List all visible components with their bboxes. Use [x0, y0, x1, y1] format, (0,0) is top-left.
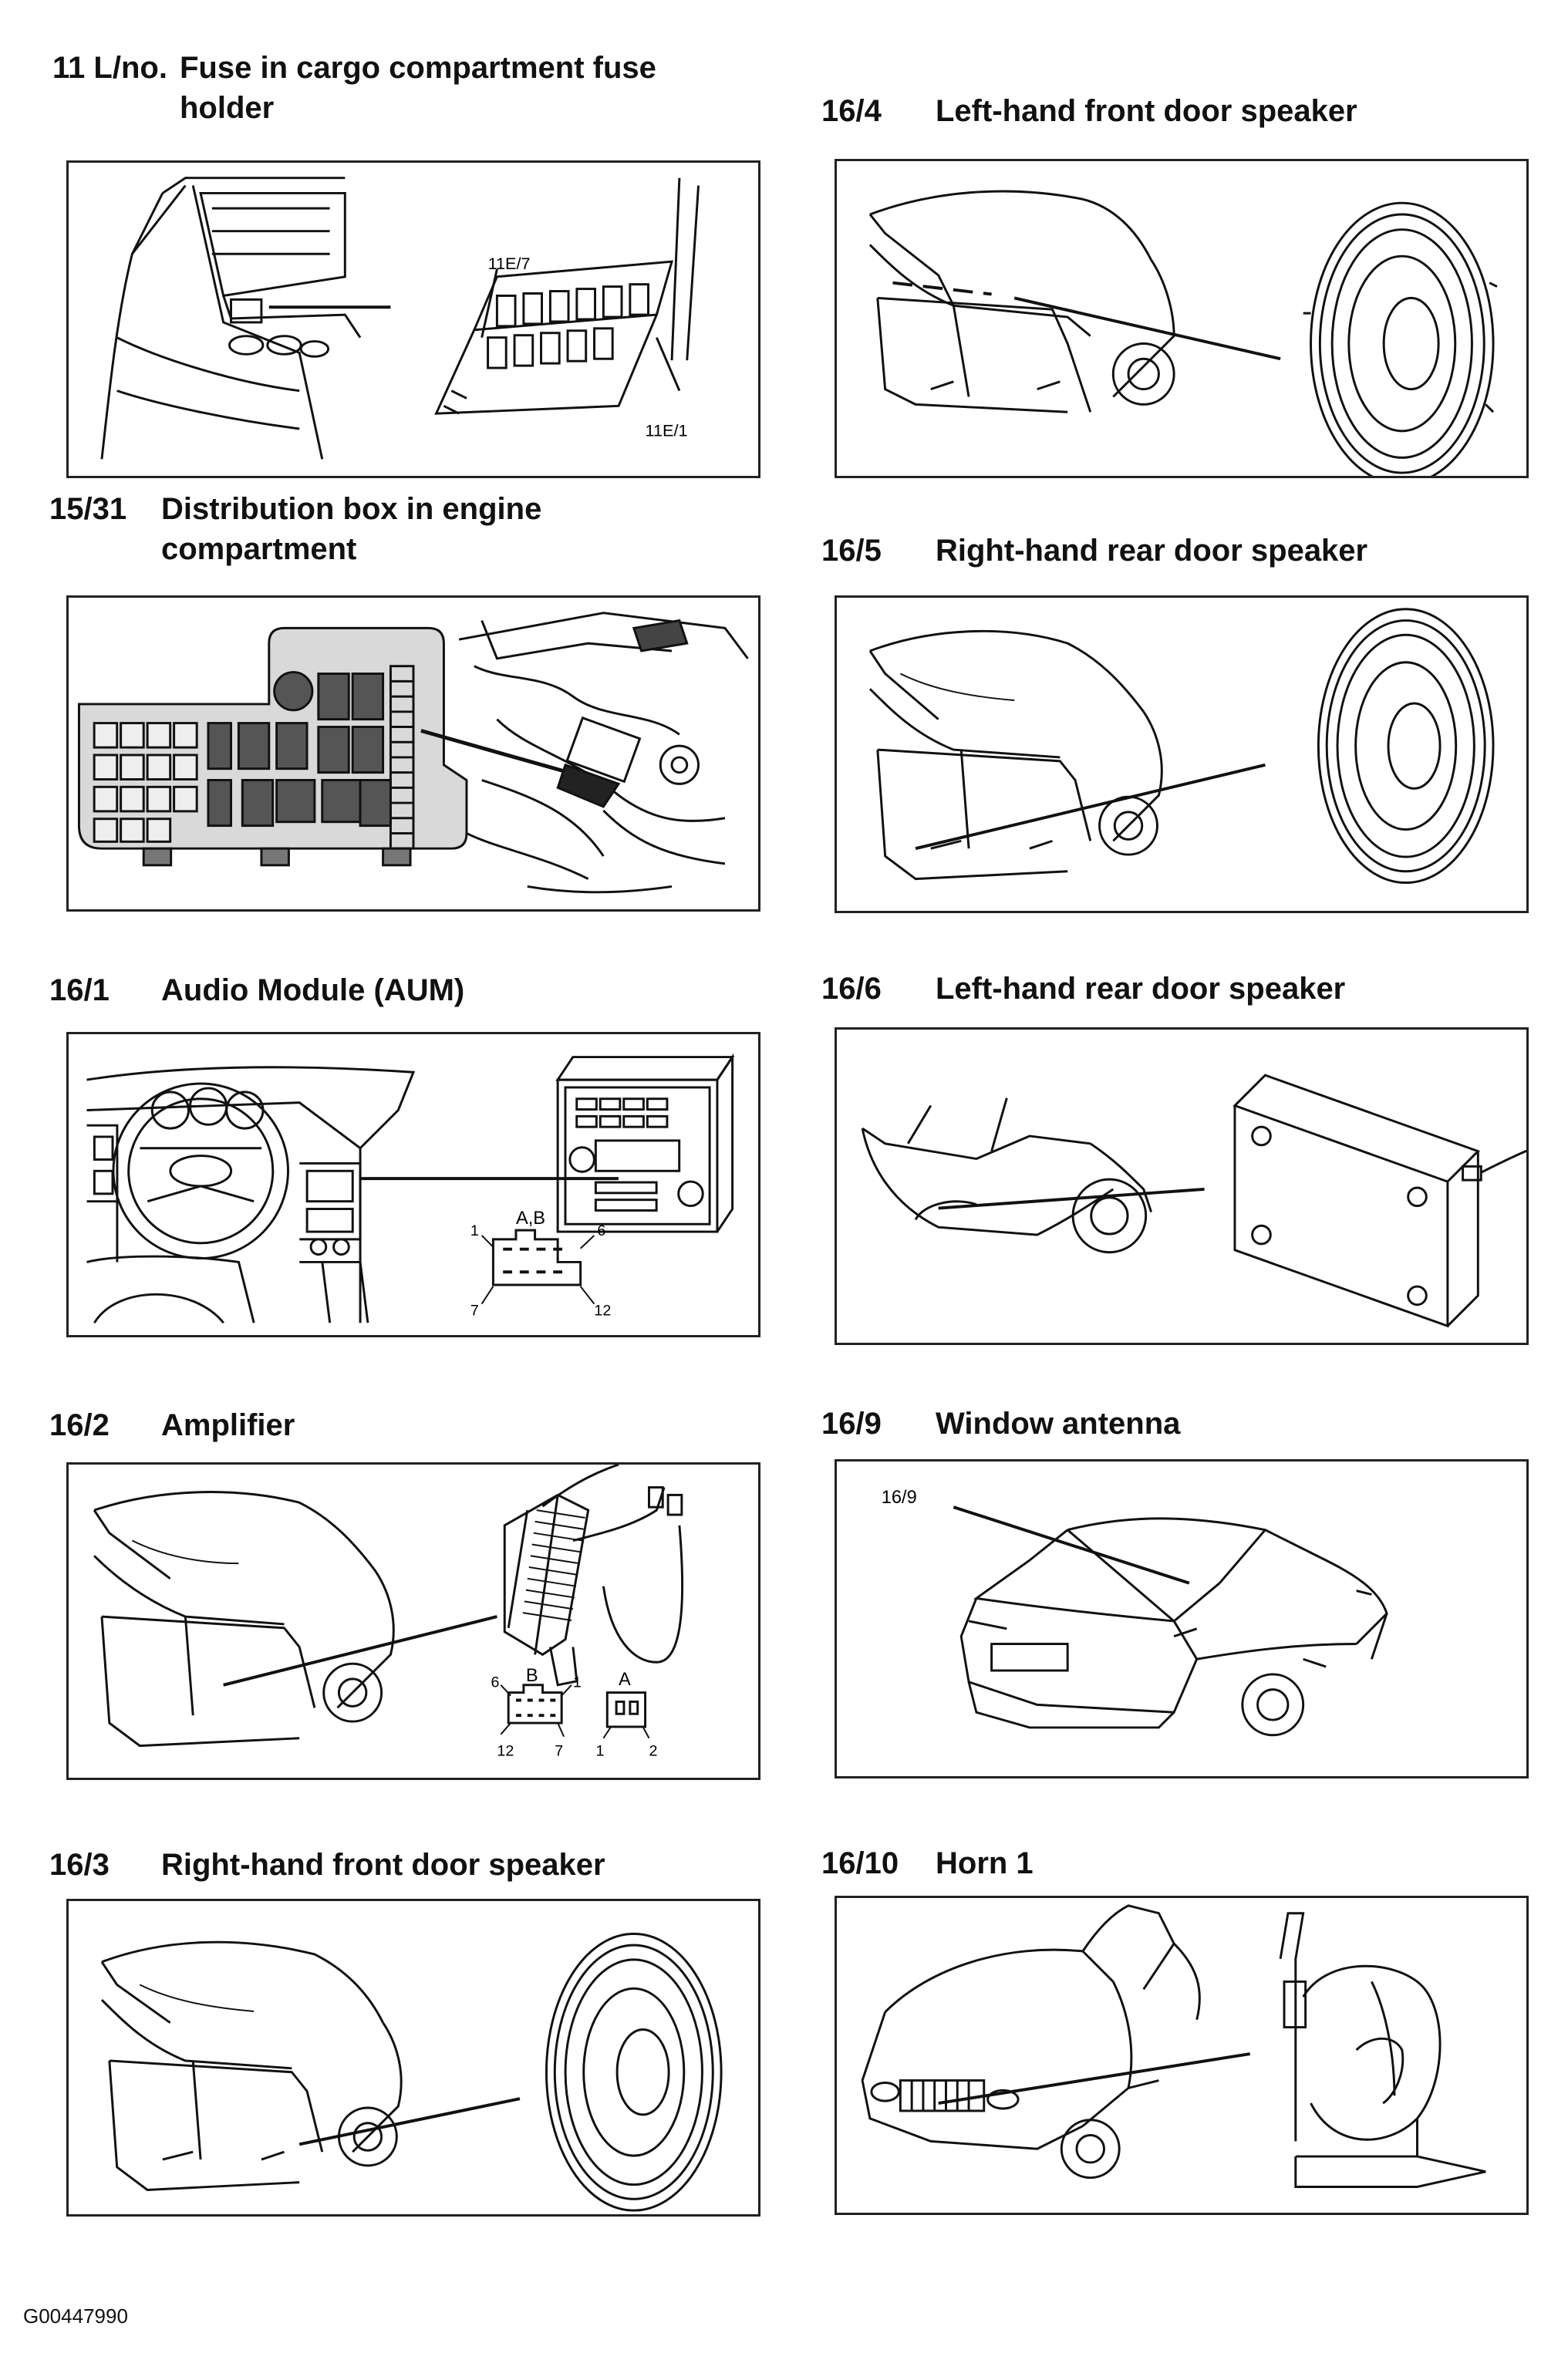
- aum-connector-label: A,B: [516, 1209, 545, 1229]
- fuse-holder-drawing: 11E/7 11E/1: [100, 177, 700, 460]
- section-title-15-31: 15/31 Distribution box in engine compart…: [49, 489, 541, 566]
- amp-pin-1: 1: [573, 1674, 582, 1691]
- section-name: Fuse in cargo compartment fuse: [180, 51, 656, 85]
- section-name: Amplifier: [161, 1408, 295, 1442]
- illustration-distribution-box: [66, 595, 760, 912]
- illustration-rh-front-speaker: [66, 1899, 760, 2217]
- illustration-horn: [835, 1896, 1529, 2215]
- amplifier-drawing: B A 6 1 12 7 1 2: [93, 1465, 684, 1759]
- aum-pin-1: 1: [470, 1222, 479, 1239]
- section-code: 16/9: [821, 1407, 882, 1441]
- section-name-line2: holder: [180, 91, 275, 125]
- antenna-callout: 16/9: [882, 1488, 917, 1508]
- section-title-11: 11 L/no. Fuse in cargo compartment fuse …: [52, 48, 656, 125]
- illustration-rh-rear-speaker: [835, 595, 1529, 913]
- illustration-window-antenna: 16/9: [835, 1459, 1529, 1778]
- amp-pin-6: 6: [491, 1674, 500, 1691]
- section-code: 16/2: [49, 1408, 110, 1442]
- section-name: Horn 1: [936, 1846, 1034, 1880]
- section-code: 16/10: [821, 1846, 899, 1880]
- section-title-16-10: 16/10 Horn 1: [821, 1843, 1034, 1883]
- distribution-box-drawing: [77, 612, 749, 894]
- section-code: 16/4: [821, 94, 882, 128]
- amp-pin-7: 7: [555, 1742, 563, 1759]
- section-title-16-4: 16/4 Left-hand front door speaker: [821, 91, 1357, 131]
- callout-11e7: 11E/7: [488, 254, 531, 273]
- section-name: Audio Module (AUM): [161, 973, 465, 1007]
- section-code: 16/5: [821, 534, 882, 568]
- amp-connector-b: B: [526, 1666, 538, 1686]
- section-title-16-3: 16/3 Right-hand front door speaker: [49, 1845, 605, 1885]
- section-name: Left-hand rear door speaker: [936, 972, 1346, 1006]
- section-name: Left-hand front door speaker: [936, 94, 1357, 128]
- amp-connector-a: A: [619, 1670, 631, 1690]
- section-name: Distribution box in engine: [161, 492, 542, 526]
- section-code: 16/1: [49, 973, 110, 1007]
- amp-pin-a2: 2: [649, 1742, 657, 1759]
- section-title-16-5: 16/5 Right-hand rear door speaker: [821, 531, 1367, 571]
- section-code: 16/6: [821, 972, 882, 1006]
- illustration-fuse-holder: 11E/7 11E/1: [66, 160, 760, 478]
- rh-rear-speaker-drawing: [868, 608, 1495, 885]
- section-code: 16/3: [49, 1848, 110, 1882]
- illustration-lh-rear-speaker: [835, 1027, 1529, 1345]
- rh-front-speaker-drawing: [100, 1932, 723, 2212]
- callout-11e1: 11E/1: [646, 421, 688, 440]
- section-title-16-6: 16/6 Left-hand rear door speaker: [821, 969, 1345, 1009]
- window-antenna-drawing: 16/9: [882, 1488, 1388, 1737]
- section-title-16-2: 16/2 Amplifier: [49, 1405, 295, 1445]
- horn-drawing: [861, 1904, 1486, 2188]
- lh-rear-speaker-drawing: [861, 1074, 1526, 1328]
- section-name: Right-hand front door speaker: [161, 1848, 605, 1882]
- section-code: 11 L/no.: [52, 51, 167, 85]
- section-name-line2: compartment: [161, 532, 357, 566]
- section-name: Window antenna: [936, 1407, 1181, 1441]
- amp-pin-a1: 1: [596, 1742, 605, 1759]
- lh-front-speaker-drawing: [868, 190, 1498, 476]
- aum-pin-7: 7: [470, 1302, 479, 1319]
- amp-pin-12: 12: [497, 1742, 514, 1759]
- section-name: Right-hand rear door speaker: [936, 534, 1368, 568]
- audio-module-drawing: A,B 1 6 7 12: [86, 1053, 735, 1324]
- illustration-audio-module: A,B 1 6 7 12: [66, 1032, 760, 1337]
- illustration-amplifier: B A 6 1 12 7 1 2: [66, 1462, 760, 1780]
- aum-pin-12: 12: [594, 1302, 611, 1319]
- aum-pin-6: 6: [597, 1222, 605, 1239]
- section-title-16-1: 16/1 Audio Module (AUM): [49, 970, 464, 1010]
- illustration-lh-front-speaker: [835, 159, 1529, 478]
- section-title-16-9: 16/9 Window antenna: [821, 1404, 1180, 1444]
- section-code: 15/31: [49, 492, 127, 526]
- document-code: G00447990: [23, 2304, 128, 2328]
